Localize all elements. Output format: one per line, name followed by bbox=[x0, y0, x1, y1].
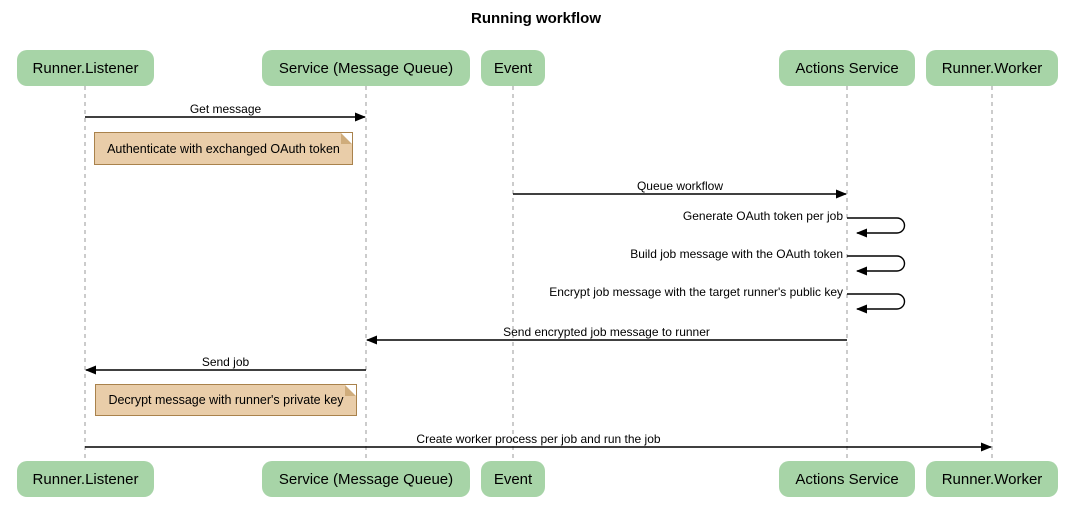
message-label-get-message: Get message bbox=[189, 102, 262, 116]
actor-bottom-runner-listener: Runner.Listener bbox=[17, 461, 154, 497]
note-text: Decrypt message with runner's private ke… bbox=[108, 393, 344, 407]
actor-top-event: Event bbox=[481, 50, 545, 86]
message-label-build-job-message: Build job message with the OAuth token bbox=[630, 247, 843, 261]
actor-label: Service (Message Queue) bbox=[278, 470, 454, 488]
actor-top-actions-service: Actions Service bbox=[779, 50, 915, 86]
diagram-title: Running workflow bbox=[471, 10, 601, 27]
actor-label: Event bbox=[493, 470, 533, 488]
actor-label: Actions Service bbox=[795, 59, 899, 77]
self-loop-encrypt-job-message bbox=[847, 293, 906, 314]
note-fold-corner-icon bbox=[341, 133, 352, 144]
actor-bottom-event: Event bbox=[481, 461, 545, 497]
actor-bottom-service-message-queue: Service (Message Queue) bbox=[262, 461, 470, 497]
actor-top-runner-worker: Runner.Worker bbox=[926, 50, 1058, 86]
message-label-queue-workflow: Queue workflow bbox=[636, 179, 724, 193]
actor-label: Service (Message Queue) bbox=[278, 59, 454, 77]
actor-label: Event bbox=[493, 59, 533, 77]
note-fold-corner-icon bbox=[345, 385, 356, 396]
actor-label: Runner.Worker bbox=[941, 59, 1043, 77]
actor-bottom-actions-service: Actions Service bbox=[779, 461, 915, 497]
actor-label: Actions Service bbox=[795, 470, 899, 488]
message-label-send-job: Send job bbox=[201, 355, 250, 369]
actor-top-runner-listener: Runner.Listener bbox=[17, 50, 154, 86]
note-decrypt-private-key: Decrypt message with runner's private ke… bbox=[95, 384, 357, 416]
actor-top-service-message-queue: Service (Message Queue) bbox=[262, 50, 470, 86]
note-authenticate-oauth: Authenticate with exchanged OAuth token bbox=[94, 132, 353, 165]
actor-label: Runner.Worker bbox=[941, 470, 1043, 488]
message-label-encrypt-job-message: Encrypt job message with the target runn… bbox=[549, 285, 843, 299]
self-loop-build-job-message bbox=[847, 255, 906, 276]
actor-label: Runner.Listener bbox=[32, 59, 139, 77]
message-label-send-encrypted-job-message: Send encrypted job message to runner bbox=[503, 325, 710, 339]
message-label-create-worker-process: Create worker process per job and run th… bbox=[416, 432, 661, 446]
actor-label: Runner.Listener bbox=[32, 470, 139, 488]
self-loop-generate-oauth-token bbox=[847, 217, 906, 238]
actor-bottom-runner-worker: Runner.Worker bbox=[926, 461, 1058, 497]
message-label-generate-oauth-token: Generate OAuth token per job bbox=[682, 209, 843, 223]
note-text: Authenticate with exchanged OAuth token bbox=[107, 141, 340, 156]
